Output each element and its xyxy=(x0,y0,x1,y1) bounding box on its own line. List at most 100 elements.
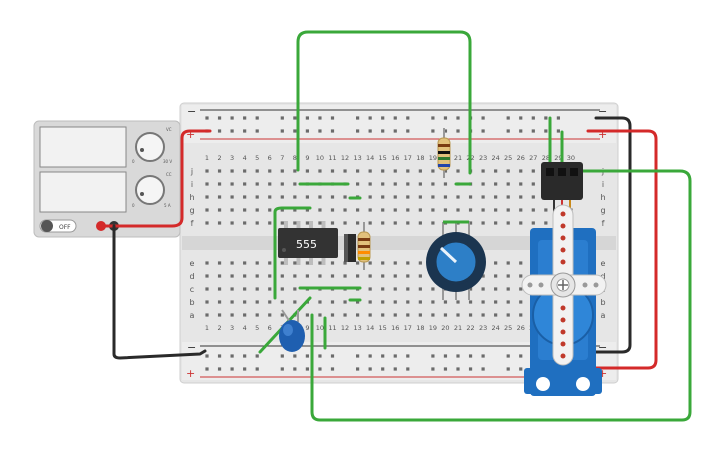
rail-hole[interactable] xyxy=(406,367,410,371)
grid-hole[interactable] xyxy=(456,169,460,173)
rail-hole[interactable] xyxy=(217,354,222,358)
grid-hole[interactable] xyxy=(519,261,523,265)
grid-hole[interactable] xyxy=(431,221,435,225)
grid-hole[interactable] xyxy=(406,221,410,225)
rail-hole[interactable] xyxy=(205,116,209,120)
grid-hole[interactable] xyxy=(243,221,247,225)
grid-hole[interactable] xyxy=(293,300,297,304)
grid-hole[interactable] xyxy=(393,287,397,291)
wires[interactable] xyxy=(99,30,692,422)
rail-hole[interactable] xyxy=(255,116,259,120)
rail-hole[interactable] xyxy=(481,367,485,371)
grid-hole[interactable] xyxy=(330,221,335,225)
grid-hole[interactable] xyxy=(293,261,297,265)
potentiometer[interactable] xyxy=(426,220,486,300)
rail-hole[interactable] xyxy=(519,116,523,120)
rail-hole[interactable] xyxy=(356,367,360,371)
grid-hole[interactable] xyxy=(531,169,535,173)
grid-hole[interactable] xyxy=(418,169,422,173)
grid-hole[interactable] xyxy=(255,182,259,186)
grid-hole[interactable] xyxy=(243,195,247,199)
rail-hole[interactable] xyxy=(280,129,284,133)
grid-hole[interactable] xyxy=(305,169,309,173)
grid-hole[interactable] xyxy=(330,274,335,278)
rail-hole[interactable] xyxy=(255,129,259,133)
grid-hole[interactable] xyxy=(381,274,385,278)
grid-hole[interactable] xyxy=(255,287,259,291)
grid-hole[interactable] xyxy=(293,221,297,225)
grid-hole[interactable] xyxy=(381,313,385,317)
grid-hole[interactable] xyxy=(356,313,360,317)
grid-hole[interactable] xyxy=(343,221,347,225)
rail-hole[interactable] xyxy=(481,116,485,120)
rail-hole[interactable] xyxy=(368,367,372,371)
grid-hole[interactable] xyxy=(468,208,473,212)
grid-hole[interactable] xyxy=(217,195,222,199)
grid-hole[interactable] xyxy=(268,221,272,225)
grid-hole[interactable] xyxy=(481,300,485,304)
rail-hole[interactable] xyxy=(406,116,410,120)
grid-hole[interactable] xyxy=(280,300,284,304)
grid-hole[interactable] xyxy=(519,169,523,173)
grid-hole[interactable] xyxy=(506,287,510,291)
grid-hole[interactable] xyxy=(280,274,284,278)
grid-hole[interactable] xyxy=(431,208,435,212)
power-supply[interactable]: VC 0 30 V CC 0 5 A OFF xyxy=(33,120,181,238)
rail-hole[interactable] xyxy=(556,116,560,120)
rail-hole[interactable] xyxy=(381,129,385,133)
rail-hole[interactable] xyxy=(293,129,297,133)
grid-hole[interactable] xyxy=(280,261,284,265)
grid-hole[interactable] xyxy=(205,182,209,186)
grid-hole[interactable] xyxy=(481,169,485,173)
grid-hole[interactable] xyxy=(230,195,234,199)
rail-hole[interactable] xyxy=(393,367,397,371)
grid-hole[interactable] xyxy=(519,274,523,278)
rail-hole[interactable] xyxy=(481,129,485,133)
grid-hole[interactable] xyxy=(293,195,297,199)
grid-hole[interactable] xyxy=(305,274,309,278)
grid-hole[interactable] xyxy=(481,208,485,212)
grid-hole[interactable] xyxy=(506,313,510,317)
grid-hole[interactable] xyxy=(406,195,410,199)
grid-hole[interactable] xyxy=(330,169,335,173)
grid-hole[interactable] xyxy=(230,261,234,265)
grid-hole[interactable] xyxy=(456,195,460,199)
grid-hole[interactable] xyxy=(217,313,222,317)
grid-hole[interactable] xyxy=(318,208,322,212)
grid-hole[interactable] xyxy=(205,208,209,212)
grid-hole[interactable] xyxy=(305,221,309,225)
rail-hole[interactable] xyxy=(330,354,335,358)
grid-hole[interactable] xyxy=(494,221,498,225)
rail-hole[interactable] xyxy=(243,367,247,371)
grid-hole[interactable] xyxy=(268,182,272,186)
current-knob[interactable] xyxy=(135,175,165,205)
grid-hole[interactable] xyxy=(255,261,259,265)
voltage-knob[interactable] xyxy=(135,132,165,162)
grid-hole[interactable] xyxy=(255,169,259,173)
grid-hole[interactable] xyxy=(418,195,422,199)
grid-hole[interactable] xyxy=(243,287,247,291)
rail-hole[interactable] xyxy=(280,116,284,120)
grid-hole[interactable] xyxy=(368,287,372,291)
grid-hole[interactable] xyxy=(406,182,410,186)
grid-hole[interactable] xyxy=(280,287,284,291)
grid-hole[interactable] xyxy=(481,182,485,186)
rail-hole[interactable] xyxy=(519,354,523,358)
grid-hole[interactable] xyxy=(418,261,422,265)
rail-hole[interactable] xyxy=(368,116,372,120)
grid-hole[interactable] xyxy=(406,313,410,317)
grid-hole[interactable] xyxy=(230,274,234,278)
grid-hole[interactable] xyxy=(393,300,397,304)
rail-hole[interactable] xyxy=(318,129,322,133)
grid-hole[interactable] xyxy=(443,169,448,173)
grid-hole[interactable] xyxy=(343,313,347,317)
grid-hole[interactable] xyxy=(406,300,410,304)
grid-hole[interactable] xyxy=(519,208,523,212)
grid-hole[interactable] xyxy=(468,195,473,199)
grid-hole[interactable] xyxy=(217,261,222,265)
grid-hole[interactable] xyxy=(544,221,548,225)
rail-hole[interactable] xyxy=(531,116,535,120)
grid-hole[interactable] xyxy=(230,208,234,212)
rail-hole[interactable] xyxy=(431,129,435,133)
grid-hole[interactable] xyxy=(393,313,397,317)
